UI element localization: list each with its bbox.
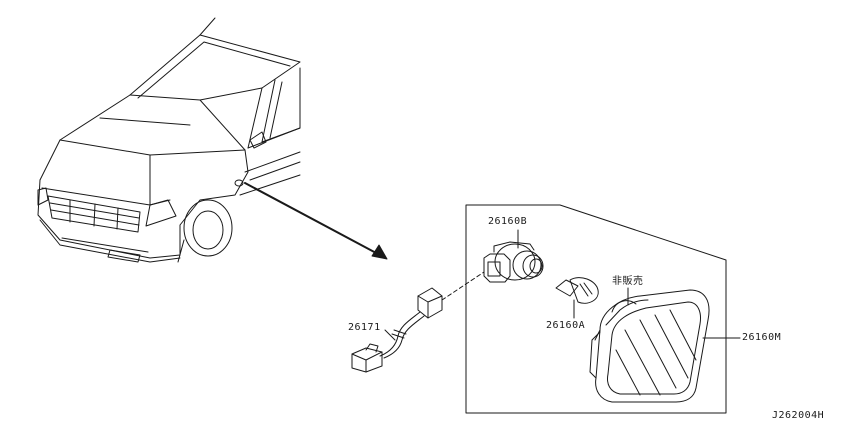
lamp-assembly-label: 26160M [742,332,782,343]
bulb-label: 26160A [546,320,586,331]
socket-part [483,235,544,283]
not-sold-note: 非販売 [612,276,644,287]
harness-part [351,271,485,373]
bulb-part [555,277,599,319]
detail-frame [465,204,727,414]
location-arrow [244,182,388,260]
side-marker-location [234,179,244,187]
harness-label: 26171 [348,322,381,333]
lamp-assembly-part [589,289,710,403]
car-illustration [37,17,301,263]
figure-code: J262004H [772,410,825,421]
socket-label: 26160B [488,216,528,227]
